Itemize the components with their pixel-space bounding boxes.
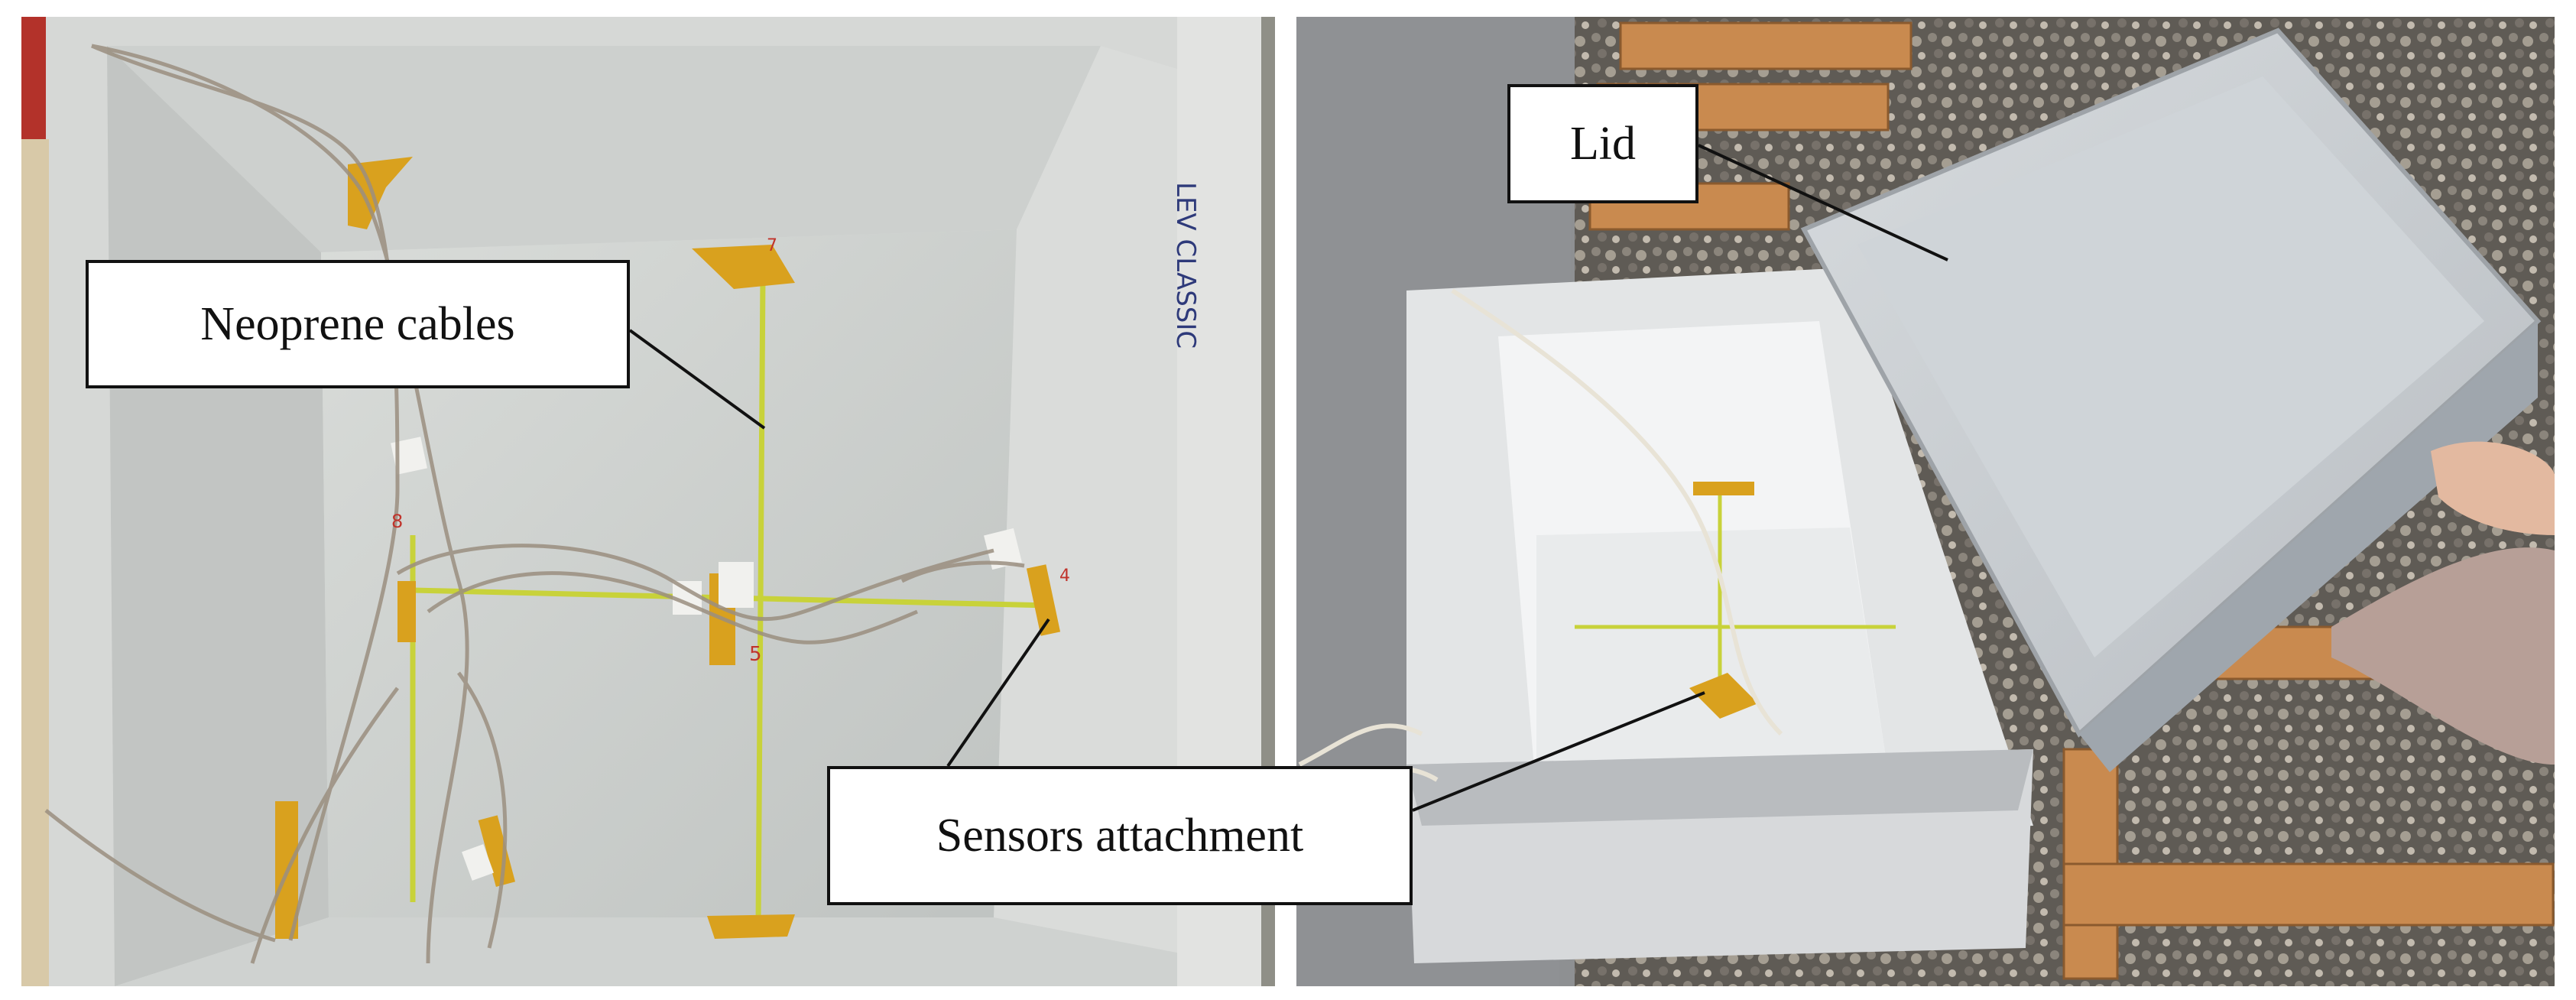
callout-sensors-attachment: Sensors attachment [827,766,1413,905]
callout-lid-text: Lid [1569,117,1637,170]
callout-neoprene-cables: Neoprene cables [86,260,630,388]
mark-number-5: 5 [749,643,762,666]
mark-number-8: 8 [391,511,403,532]
callout-neoprene-text: Neoprene cables [200,297,515,350]
box-handwriting: LEV CLASSIC [1170,182,1201,349]
right-photo [1296,17,2555,986]
callout-lid: Lid [1507,84,1698,203]
mark-number-7: 7 [767,236,777,255]
mark-number-4: 4 [1059,567,1070,586]
callout-sensors-text: Sensors attachment [936,809,1304,862]
